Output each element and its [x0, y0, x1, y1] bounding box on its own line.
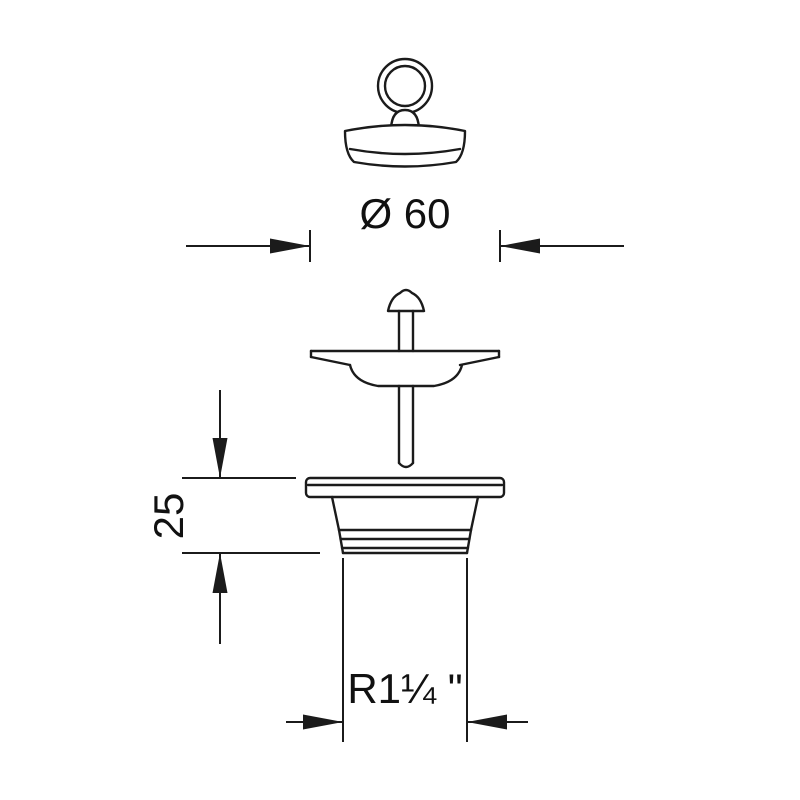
thread-arrow-left	[303, 714, 343, 730]
plug-with-ring	[343, 57, 467, 168]
stopper-bowl	[348, 363, 464, 388]
dimension-diameter-label: Ø 60	[359, 190, 450, 237]
diameter-arrow-left	[270, 238, 310, 254]
body-taper-right	[469, 495, 480, 532]
dimension-height-label: 25	[145, 493, 192, 540]
drain-flange	[304, 476, 506, 499]
ring-inner-circle	[383, 64, 427, 108]
height-arrow-up	[212, 553, 228, 593]
diameter-arrow-right	[500, 238, 540, 254]
plug-body	[343, 123, 467, 168]
pin-rounded-end	[397, 461, 415, 469]
dimension-thread: R1¼ "	[286, 558, 528, 742]
height-arrow-down	[212, 438, 228, 478]
body-taper-left	[330, 495, 341, 532]
dimension-diameter: Ø 60	[186, 190, 624, 262]
stopper-knob	[386, 288, 426, 313]
dimension-thread-label: R1¼ "	[347, 665, 462, 712]
thread-right-edge	[465, 528, 473, 555]
thread-arrow-right	[467, 714, 507, 730]
dimension-height: 25	[145, 390, 320, 644]
flange-underside-left	[309, 355, 352, 367]
thread-left-edge	[337, 528, 345, 555]
flange-underside-right	[458, 355, 501, 367]
drain-body	[304, 476, 506, 555]
stopper-assembly	[309, 288, 501, 469]
plug-lip-line	[348, 147, 462, 156]
